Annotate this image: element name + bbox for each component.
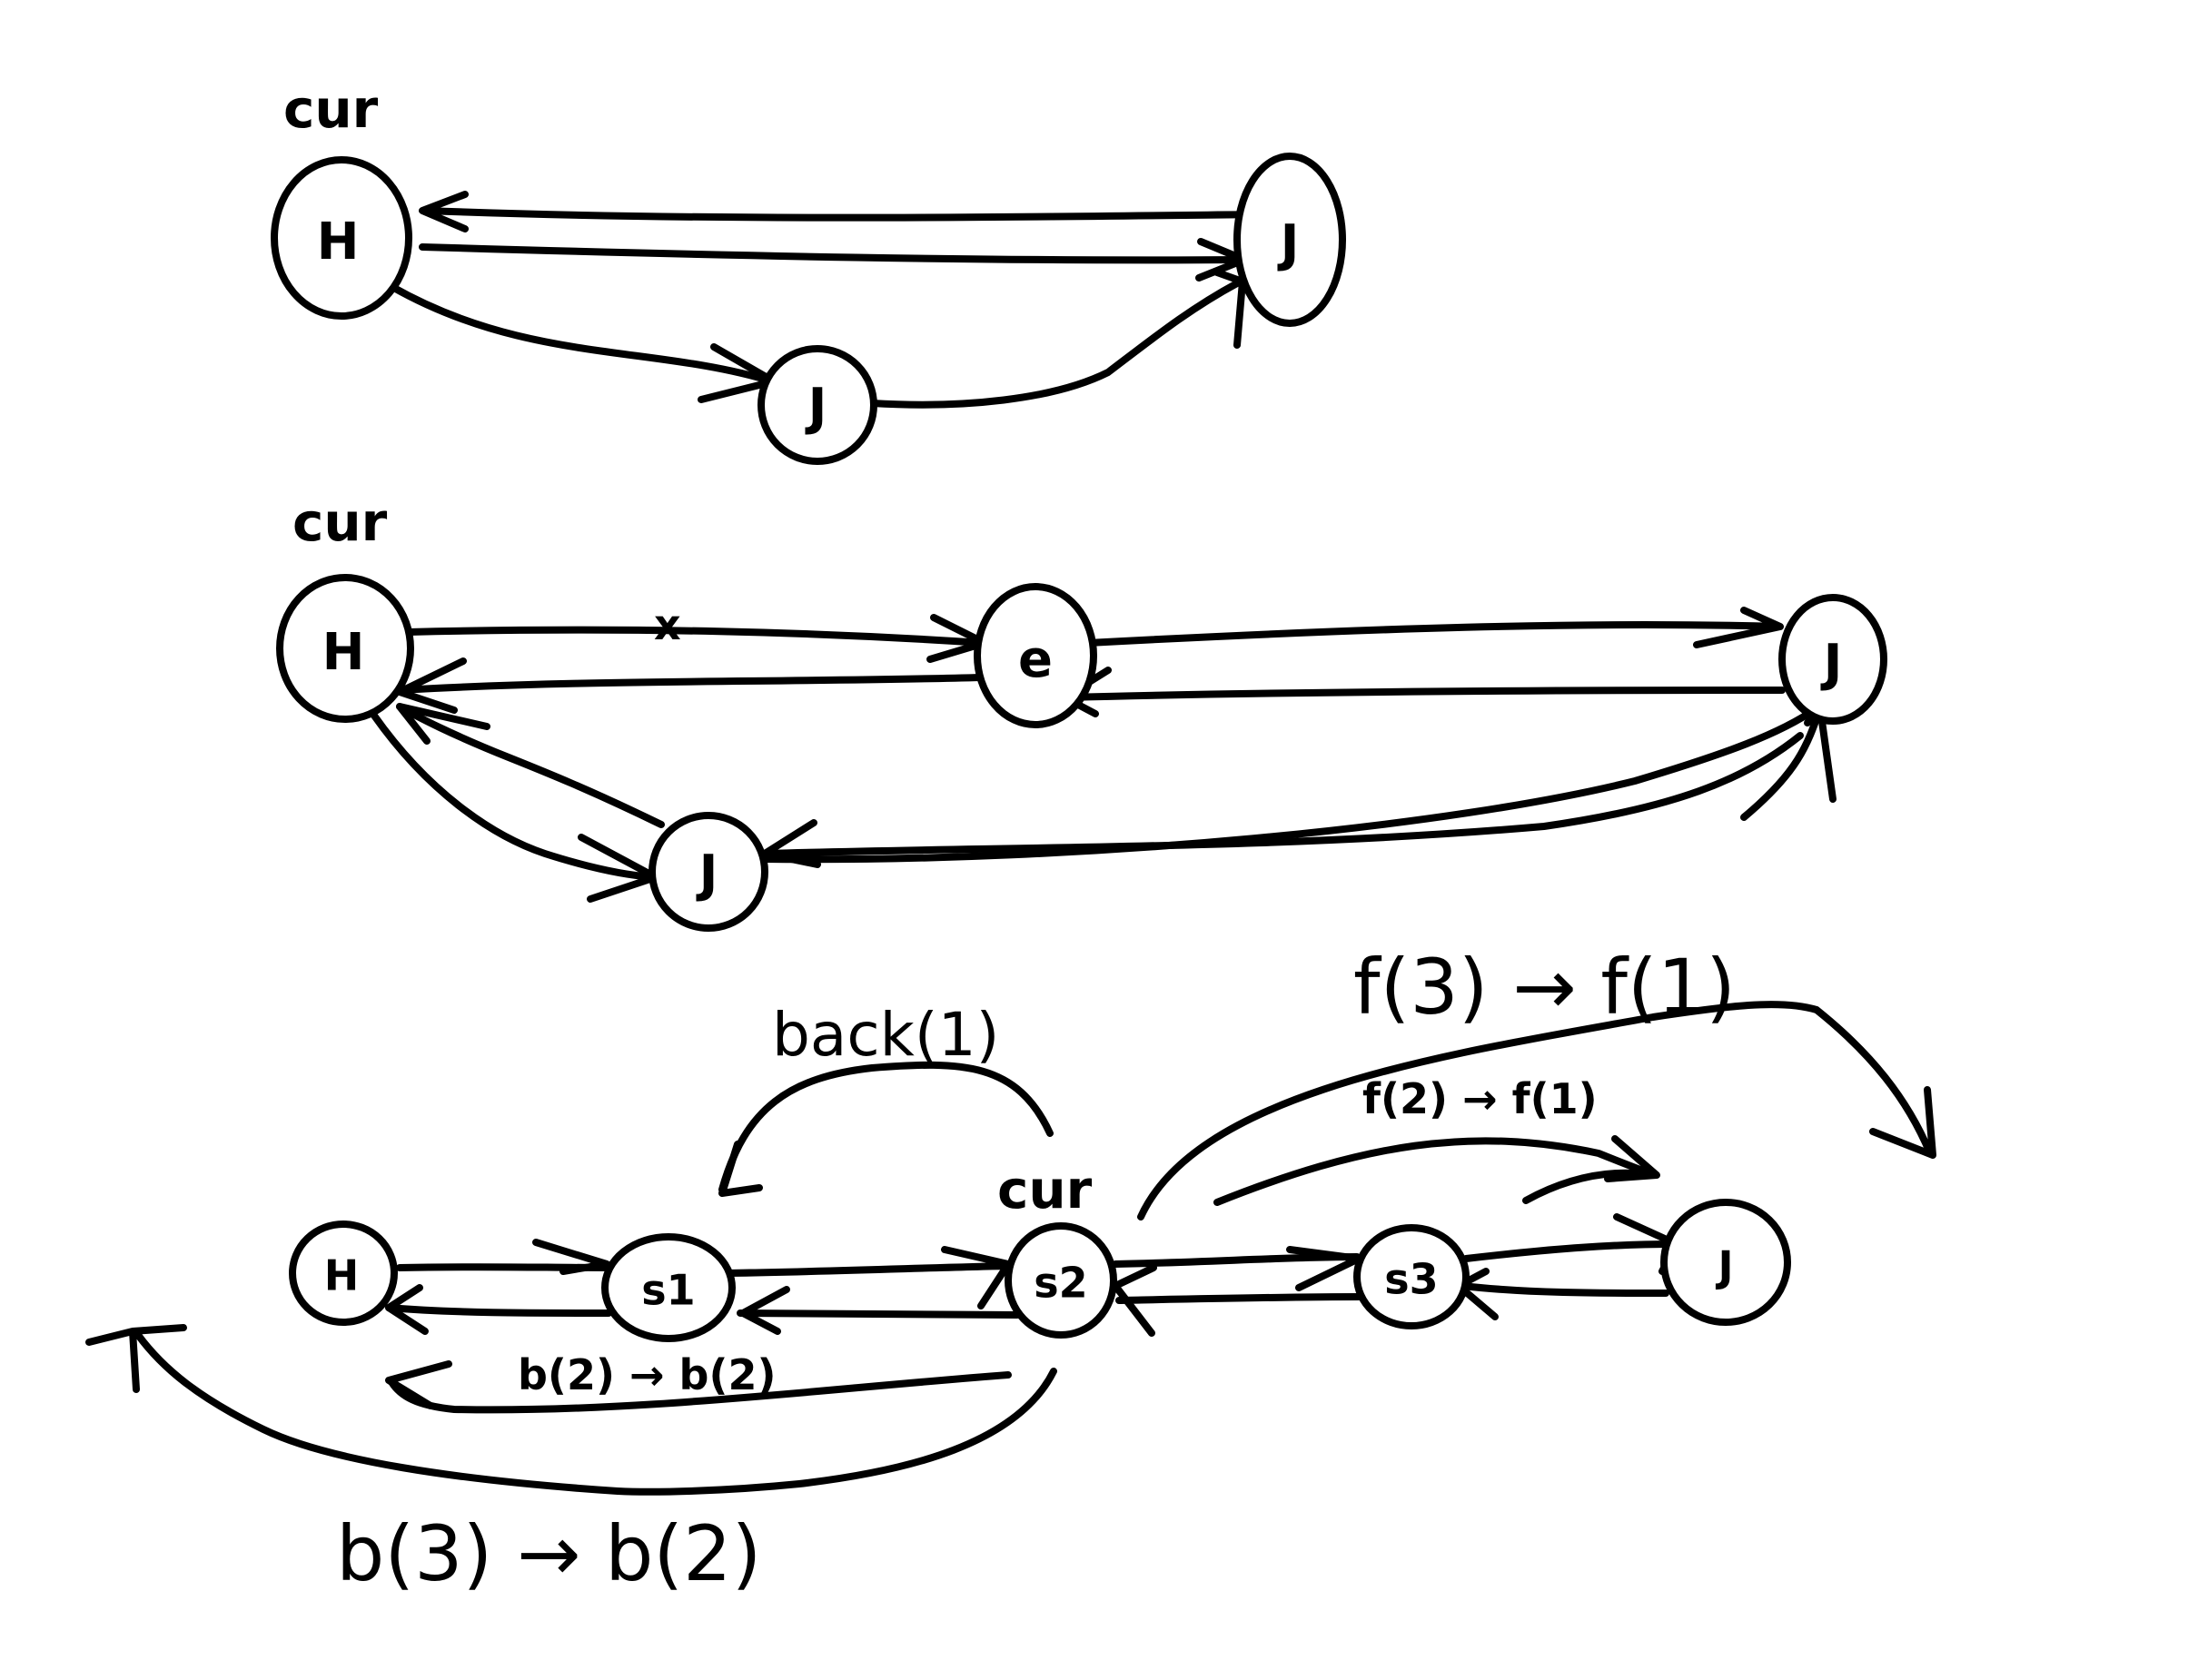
edge-s3-to-j <box>1462 1240 1678 1262</box>
node-head-1-label: H <box>317 212 360 272</box>
arrowhead-at-h-3 <box>385 1284 429 1335</box>
edge-j-to-h <box>423 207 1266 222</box>
edge-e-to-h <box>396 674 986 694</box>
edge-h-to-j <box>419 243 1248 264</box>
arrowhead-at-h-from-sentinel <box>396 703 490 745</box>
f2-arc <box>1213 1137 1658 1206</box>
node-tail-3-label: J <box>1715 1242 1733 1291</box>
note-f2-f1: f(2) → f(1) <box>1362 1074 1598 1123</box>
edge-s1-to-h <box>385 1304 612 1317</box>
edge-j-to-s3 <box>1459 1282 1669 1297</box>
arrowhead-at-s1 <box>532 1239 610 1275</box>
edge-sentinel-to-j <box>761 705 1820 864</box>
edge-h-to-e <box>405 626 986 647</box>
node-head-2-label: H <box>322 623 365 682</box>
note-b3-b2: b(3) → b(2) <box>336 1509 761 1598</box>
node-s2-label: s2 <box>1034 1259 1087 1308</box>
diagram-2: cur x H e J J <box>276 491 1887 932</box>
node-head-3 <box>289 1220 398 1326</box>
node-sentinel-2 <box>649 812 768 932</box>
f2-arrowhead <box>1604 1135 1660 1182</box>
edge-sentinel-to-h <box>396 703 665 828</box>
cur-label-2: cur <box>292 491 388 553</box>
node-s1-label: s1 <box>641 1266 695 1315</box>
f3-arc <box>1137 1001 1934 1220</box>
f3-arrowhead <box>1869 1086 1936 1159</box>
arrowhead-at-s2 <box>941 1246 1012 1309</box>
b2-arrowhead <box>385 1360 452 1409</box>
back-1-arrowhead <box>718 1141 763 1197</box>
arrowhead-at-j-2 <box>1693 607 1784 648</box>
note-back-1: back(1) <box>772 1000 999 1070</box>
cur-label-3: cur <box>997 1159 1093 1220</box>
arrowhead-at-h <box>419 191 469 232</box>
edge-j-to-e <box>1064 687 1786 701</box>
edge-h-to-sentinel <box>389 283 776 385</box>
node-sentinel-1-label: J <box>805 378 827 437</box>
f-short-arc <box>1522 1169 1639 1204</box>
node-s3-label: s3 <box>1384 1255 1438 1304</box>
b2-arc <box>387 1371 1012 1414</box>
note-f3-f1: f(3) → f(1) <box>1353 943 1736 1032</box>
node-head-2 <box>276 574 414 723</box>
edge-sentinel-to-j <box>868 280 1241 409</box>
node-sentinel-2-label: J <box>696 845 718 904</box>
node-head-1 <box>271 156 412 320</box>
back-1-arc <box>718 1061 1054 1193</box>
node-tail-1 <box>1233 153 1346 327</box>
node-tail-3 <box>1660 1199 1791 1326</box>
node-elem-2 <box>974 583 1097 728</box>
cur-label-1: cur <box>283 78 379 140</box>
node-s2 <box>1005 1222 1117 1339</box>
edge-s1-to-s2 <box>725 1262 1012 1277</box>
node-sentinel-1 <box>757 345 877 465</box>
node-tail-1-label: J <box>1277 214 1300 273</box>
edge-h-to-sentinel-2 <box>371 712 658 881</box>
node-head-3-label: H <box>324 1251 360 1300</box>
cut-mark: x <box>654 600 681 649</box>
b3-arc <box>134 1331 1057 1496</box>
node-s3 <box>1353 1224 1470 1329</box>
edge-s3-to-s2 <box>1115 1293 1364 1304</box>
diagram-1: cur H J J <box>271 78 1346 465</box>
arrowhead-at-s1-back <box>739 1286 790 1335</box>
node-tail-2 <box>1778 594 1887 725</box>
note-b2-b2: b(2) → b(2) <box>518 1350 777 1399</box>
b3-arrowhead <box>85 1324 187 1393</box>
edge-s2-to-s3 <box>1112 1253 1361 1268</box>
diagram-3: cur back(1) f(3) → f(1) f(2) → f(1) <box>85 943 1936 1598</box>
node-tail-2-label: J <box>1820 634 1843 693</box>
node-s1 <box>601 1233 736 1342</box>
edge-e-to-j <box>1084 621 1782 647</box>
edge-s2-to-s1 <box>737 1309 1021 1319</box>
edge-j-to-sentinel <box>765 732 1804 857</box>
node-elem-2-label: e <box>1018 630 1053 689</box>
